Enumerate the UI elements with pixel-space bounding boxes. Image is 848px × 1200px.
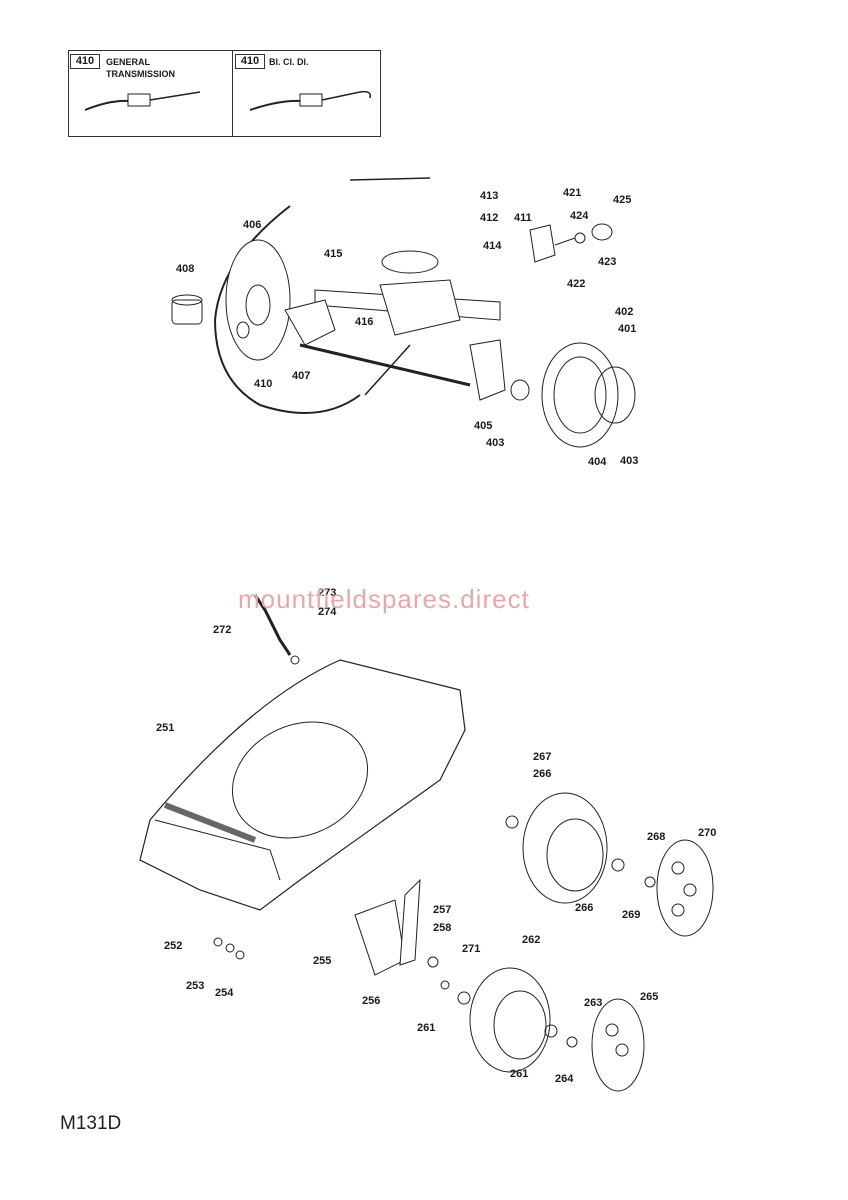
callout-411: 411 [514, 212, 532, 224]
callout-261-right: 261 [510, 1068, 529, 1080]
callout-266-top: 266 [533, 768, 552, 780]
rear-wheel-gear-402 [541, 342, 636, 448]
callout-251: 251 [156, 722, 175, 734]
height-adjust-assembly-256 [354, 878, 421, 976]
callout-407: 407 [292, 370, 311, 382]
front-wheel-267 [522, 792, 608, 904]
callout-408: 408 [176, 263, 195, 275]
callout-415: 415 [324, 248, 343, 260]
fasteners [213, 815, 656, 1048]
callout-416: 416 [355, 316, 374, 328]
callout-257: 257 [433, 904, 452, 916]
callout-253: 253 [186, 980, 205, 992]
callout-264: 264 [555, 1073, 574, 1085]
legend-code-bicidi: 410 [235, 54, 265, 69]
callout-410: 410 [254, 378, 273, 390]
callout-271: 271 [462, 943, 481, 955]
callout-401: 401 [618, 323, 637, 335]
legend-label-bicidi: Bl. Cl. Dl. [269, 57, 309, 67]
callout-405: 405 [474, 420, 493, 432]
rear-wheel-262 [469, 967, 551, 1073]
front-hubcap-270 [656, 839, 714, 937]
cable-legend: 410 GENERAL TRANSMISSION 410 Bl. Cl. Dl. [68, 50, 381, 137]
callout-425: 425 [613, 194, 632, 206]
legend-divider [232, 51, 233, 137]
cable-general-transmission-illustration [84, 91, 201, 111]
callout-258: 258 [433, 922, 452, 934]
callout-424: 424 [570, 210, 589, 222]
callout-261-left: 261 [417, 1022, 436, 1034]
callout-256: 256 [362, 995, 381, 1007]
callout-273: 273 [318, 587, 337, 599]
callout-252: 252 [164, 940, 183, 952]
callout-404: 404 [588, 456, 607, 468]
callout-403-right: 403 [620, 455, 639, 467]
callout-274: 274 [318, 606, 337, 618]
callout-414: 414 [483, 240, 502, 252]
gearbox-416 [314, 250, 501, 336]
callout-270: 270 [698, 827, 717, 839]
watermark: mountfieldspares.direct [238, 584, 530, 614]
rear-hubcap-265 [591, 998, 645, 1092]
callout-269: 269 [622, 909, 641, 921]
drive-pulley-406 [225, 239, 291, 361]
callout-268: 268 [647, 831, 666, 843]
callout-421: 421 [563, 187, 582, 199]
callout-413: 413 [480, 190, 499, 202]
cam-lever-421 [529, 223, 613, 263]
callout-403-left: 403 [486, 437, 505, 449]
legend-label-general: GENERAL TRANSMISSION [106, 57, 176, 79]
model-code: M131D [60, 1113, 122, 1134]
height-adjust-lever-273 [253, 594, 300, 665]
callout-272: 272 [213, 624, 232, 636]
callout-267: 267 [533, 751, 552, 763]
callout-266-bottom: 266 [575, 902, 594, 914]
callout-406: 406 [243, 219, 262, 231]
callout-262: 262 [522, 934, 541, 946]
legend-code-general: 410 [70, 54, 100, 69]
callout-402: 402 [615, 306, 634, 318]
callout-263: 263 [584, 997, 603, 1009]
callout-255: 255 [313, 955, 332, 967]
cable-bicidi-illustration [249, 90, 372, 111]
callout-422: 422 [567, 278, 586, 290]
callout-423: 423 [598, 256, 617, 268]
side-bracket-405 [469, 339, 530, 401]
bushing-408 [171, 294, 203, 325]
callout-412: 412 [480, 212, 499, 224]
callout-254: 254 [215, 987, 234, 999]
bracket-407 [284, 299, 471, 387]
callout-265: 265 [640, 991, 659, 1003]
mower-deck-251 [139, 659, 466, 911]
